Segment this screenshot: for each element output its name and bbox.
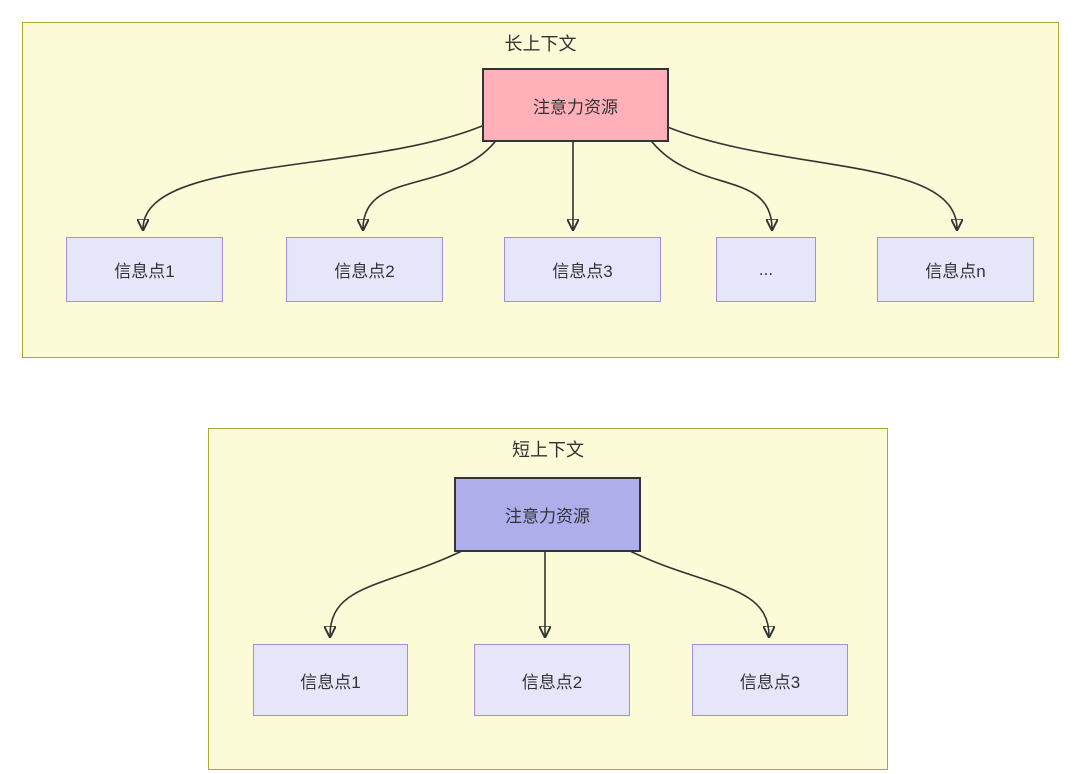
attention-node-short: 注意力资源 xyxy=(454,477,641,552)
info-node-short-1: 信息点1 xyxy=(253,644,408,716)
info-node-long-n: 信息点n xyxy=(877,237,1034,302)
info-node-long-3: 信息点3 xyxy=(504,237,661,302)
info-node-long-ellipsis: ... xyxy=(716,237,816,302)
long-context-title: 长上下文 xyxy=(504,34,577,54)
info-node-short-3: 信息点3 xyxy=(692,644,848,716)
short-context-title: 短上下文 xyxy=(512,440,584,460)
info-node-long-2: 信息点2 xyxy=(286,237,443,302)
attention-node-long: 注意力资源 xyxy=(482,68,669,142)
info-node-long-1: 信息点1 xyxy=(66,237,223,302)
info-node-short-2: 信息点2 xyxy=(474,644,630,716)
